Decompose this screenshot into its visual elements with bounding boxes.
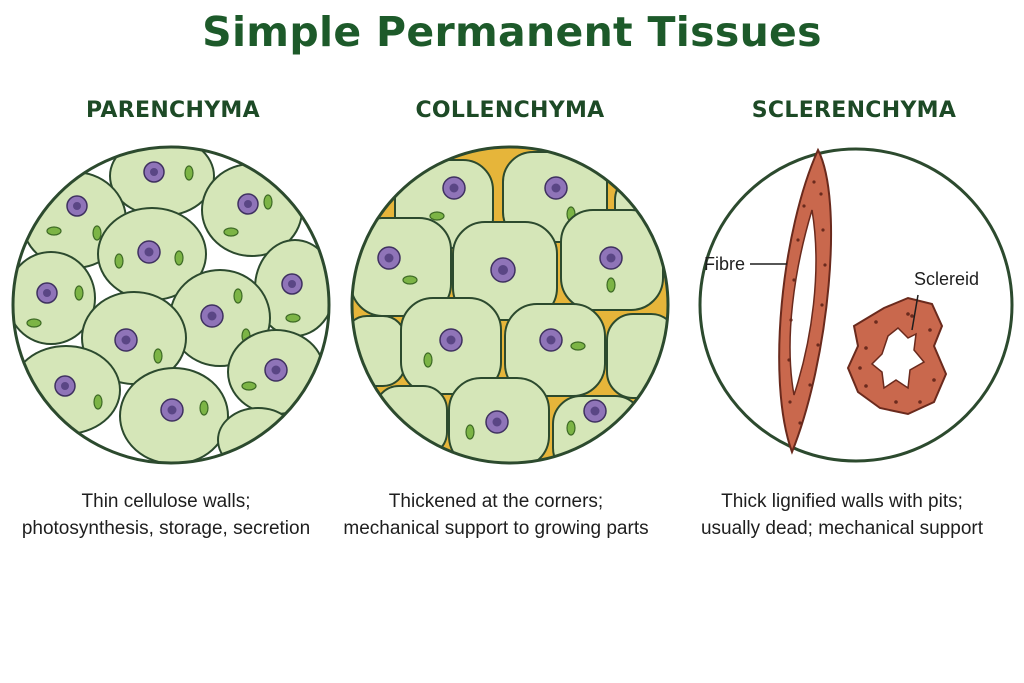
caption-parenchyma: Thin cellulose walls; photosynthesis, st… [0,488,336,542]
caption-sclerenchyma-line2: usually dead; mechanical support [700,518,983,539]
parenchyma-cell [97,207,207,301]
sclerenchyma-diagram: Fibre Sclereid [698,147,1014,463]
heading-sclerenchyma: SCLERENCHYMA [751,98,957,123]
caption-sclerenchyma-line1: Thick lignified walls with pits; [721,491,963,512]
caption-collenchyma-line1: Thickened at the corners; [388,491,604,512]
parenchyma-cell [227,329,325,415]
page-title: Simple Permanent Tissues [202,8,822,56]
caption-collenchyma-line2: mechanical support to growing parts [343,518,649,539]
collenchyma-cell [504,303,606,397]
heading-parenchyma: PARENCHYMA [86,98,260,123]
caption-sclerenchyma: Thick lignified walls with pits; usually… [672,488,1012,542]
sclereid-cell [846,296,948,416]
caption-collenchyma: Thickened at the corners; mechanical sup… [326,488,666,542]
collenchyma-cell [452,221,558,321]
collenchyma-cell [352,217,452,317]
heading-collenchyma: COLLENCHYMA [415,98,605,123]
collenchyma-diagram [350,145,670,465]
parenchyma-cell [13,251,96,345]
collenchyma-cell [400,297,502,395]
caption-parenchyma-line2: photosynthesis, storage, secretion [21,518,311,539]
fibre-label-text: Fibre [704,254,745,274]
parenchyma-diagram [11,145,331,465]
parenchyma-cell [217,407,299,463]
sclereid-label-text: Sclereid [914,269,979,289]
collenchyma-cell [606,313,668,399]
fibre-cell [778,147,833,455]
parenchyma-cell [119,367,229,463]
caption-parenchyma-line1: Thin cellulose walls; [81,491,251,512]
fibre-label: Fibre [704,254,787,274]
parenchyma-cell [13,345,121,435]
collenchyma-cell [448,377,550,463]
parenchyma-cell [109,147,215,217]
sclereid-label: Sclereid [911,269,979,331]
